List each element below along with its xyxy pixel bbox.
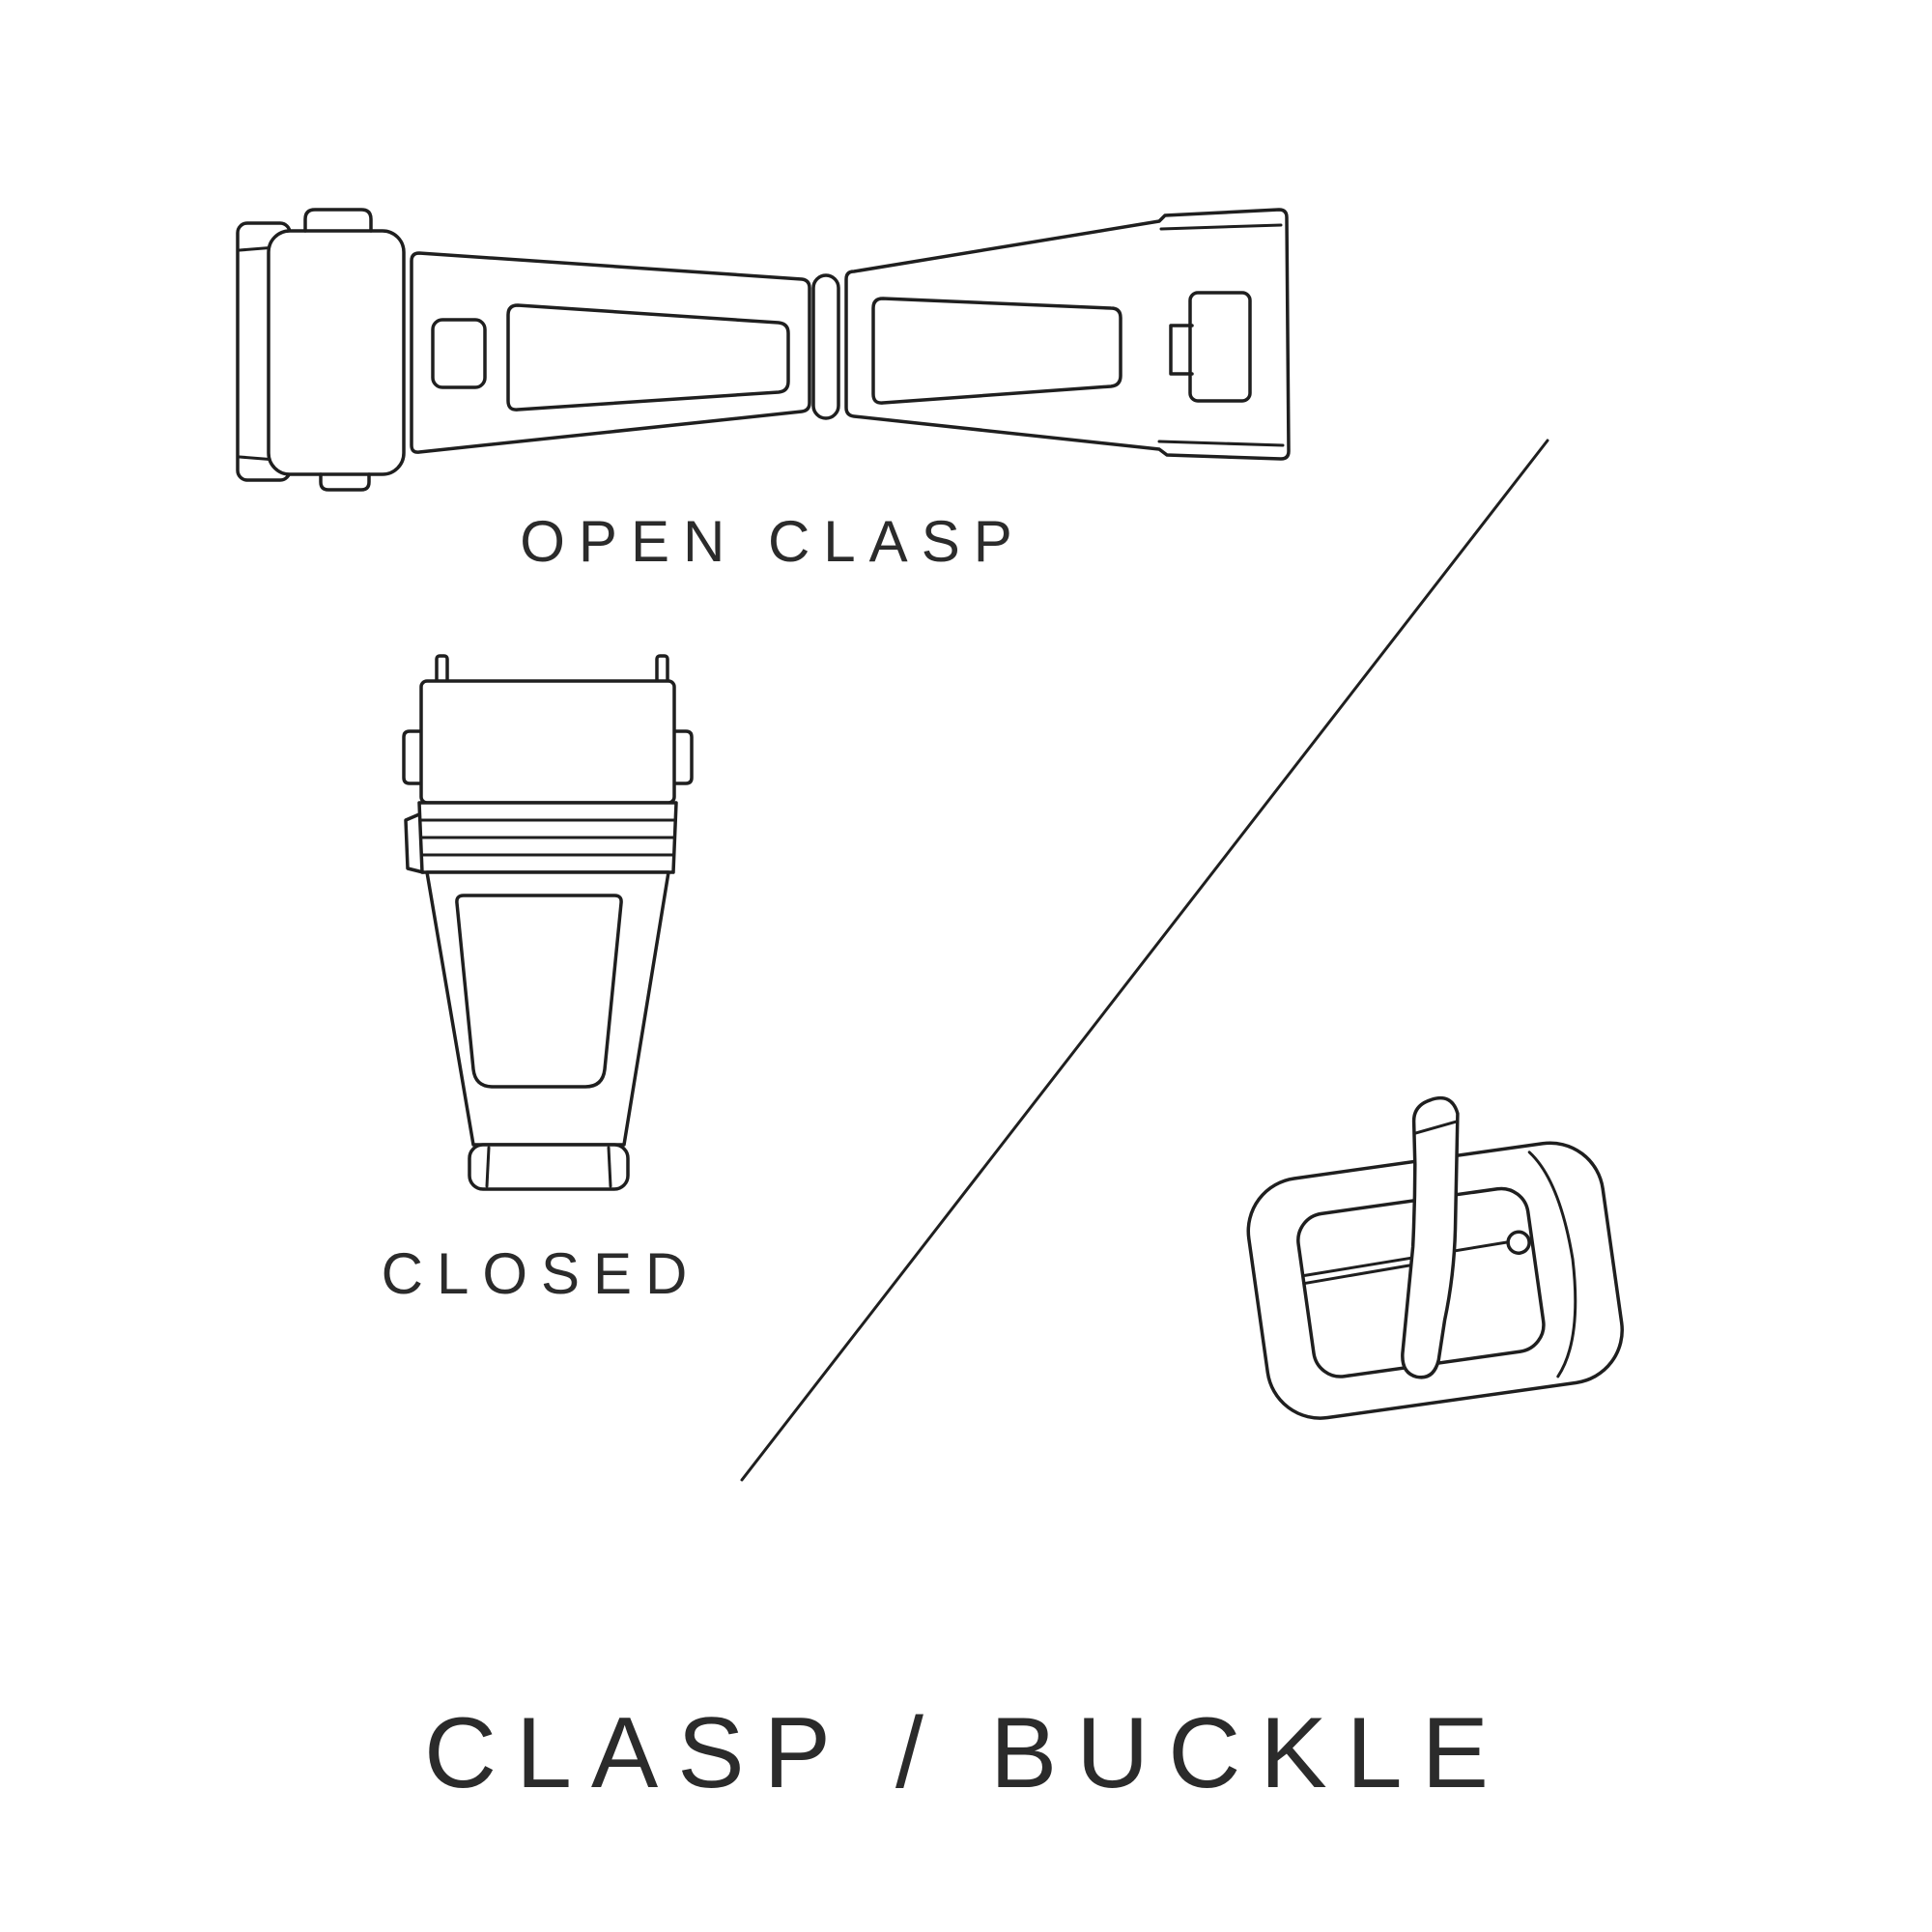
open-clasp-illustration (213, 179, 1314, 497)
closed-clasp-illustration (377, 642, 705, 1203)
closed-clasp-label: CLOSED (381, 1241, 701, 1306)
open-clasp-icon (236, 208, 1291, 492)
divider-line-icon (740, 439, 1549, 1482)
page-title: CLASP / BUCKLE (423, 1697, 1508, 1809)
divider-line (724, 425, 1565, 1497)
tang-buckle-icon (1246, 1095, 1624, 1420)
open-clasp-label: OPEN CLASP (520, 509, 1026, 574)
tang-buckle-illustration (1203, 1067, 1676, 1483)
closed-clasp-icon (402, 654, 694, 1191)
